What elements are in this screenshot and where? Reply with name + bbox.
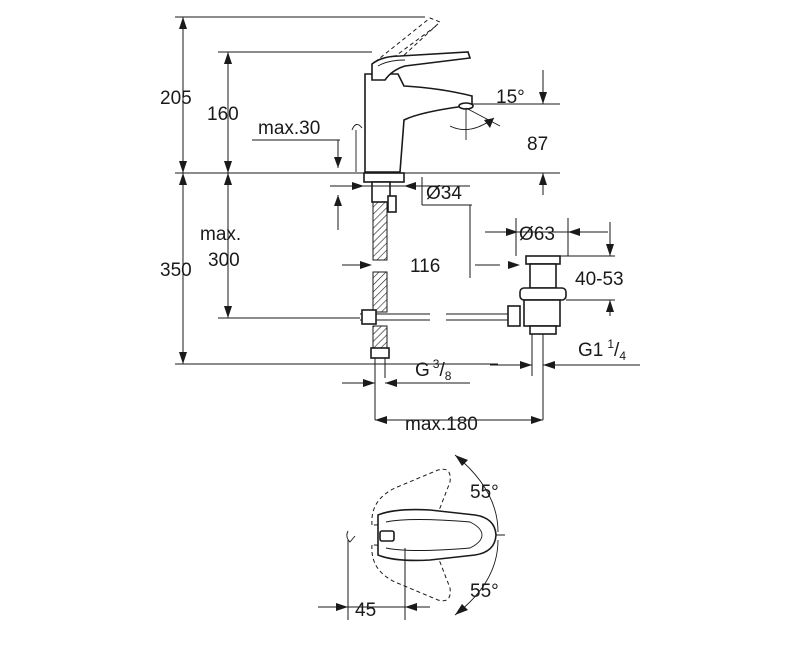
dim-300-arrow-top [224,173,232,185]
dim-g38-arrow-right [385,379,397,387]
dim-max-label: max. [200,224,241,245]
drain-flange [519,287,567,301]
dim-87-label: 87 [527,134,548,155]
faucet-body [364,73,473,173]
angle-55-top-label: 55° [470,482,499,503]
dim-g1-arrow-right [543,361,555,369]
dim-40-53-label: 40-53 [575,269,624,290]
angle-15-ray [465,107,501,127]
dim-160-arrow-top [224,52,232,64]
dim-max30-label: max.30 [258,118,320,139]
dim-g38-base: G [415,360,430,381]
faucet-top-inner [385,519,483,551]
lever-cap-line [377,59,406,67]
dim-45-arrow-left [336,603,348,611]
dim-g1-arrow-left [520,361,532,369]
dim-40-53-arrow-bottom [606,300,614,312]
drain-body [523,299,561,327]
dim-45-label: 45 [355,600,376,621]
side-view: 205 160 350 max. 300 max.30 [160,16,640,435]
dim-63-arrow-right [568,228,580,236]
angle-55-arrow-top [455,455,468,466]
dim-205-label: 205 [160,88,192,109]
dim-205-arrow-bottom [179,161,187,173]
dim-45-arrow-right [405,603,417,611]
dim-34-arrow-left [352,182,364,190]
dim-max30-arrow-up [334,195,342,206]
dim-350-label: 350 [160,260,192,281]
faucet-lever [371,51,472,81]
popup-rod [351,124,363,172]
popup-knob-top [346,530,356,543]
supply-hose-bottom [372,325,388,349]
dim-300-label: 300 [208,250,240,271]
dim-180-label: max.180 [405,414,478,435]
angle-55-arrow-bottom [455,604,468,615]
dim-g1-base: G1 [578,340,603,361]
faucet-top-body [377,508,497,562]
dim-87-arrow-bottom [539,173,547,185]
dim-63-label: Ø63 [519,224,555,245]
dim-g38-arrow-left [363,379,375,387]
dim-180-arrow-left [375,416,387,424]
dim-180-arrow-right [531,416,543,424]
dim-g1-num: 1 [607,337,614,351]
dim-350-arrow-bottom [179,352,187,364]
dim-116-arrow-left [360,261,372,269]
dim-116-arrow-right [508,261,520,269]
mounting-nut [363,172,405,183]
angle-55-bottom-label: 55° [470,581,499,602]
dim-34-arrow-right [404,182,416,190]
dim-40-53-arrow-top [606,244,614,256]
top-view: 55° 55° 45 [318,454,505,621]
dim-63-arrow-left [506,228,518,236]
drain-outlet [529,325,557,335]
dim-34-label: Ø34 [426,183,462,204]
lever-open-outline-2 [381,25,437,67]
faucet-top-spout [379,530,395,542]
dim-300-arrow-bottom [224,306,232,318]
dim-160-arrow-bottom [224,161,232,173]
rod-clamp [361,309,377,325]
dim-g1-den: 4 [619,349,626,363]
dim-g38-num: 3 [433,357,440,371]
dim-160-label: 160 [207,104,239,125]
side-tube [387,195,397,213]
angle-15-label: 15° [496,87,525,108]
dim-87-arrow-top [539,92,547,104]
dim-g38-slash: / [439,360,445,381]
dim-116-label: 116 [410,256,440,277]
dim-g38-den: 8 [445,369,452,383]
drain-stopper-top [525,255,561,265]
supply-hose-upper [372,201,388,261]
angle-15-arrow [484,118,494,128]
drain-stopper-neck [529,263,557,289]
drain-rod-nut [507,305,521,327]
dim-max30-arrow [334,157,342,168]
hose-fitting [370,347,390,359]
dim-g1-label: G1 1/4 [578,337,626,363]
dim-350-arrow-top [179,173,187,185]
dim-205-arrow-top [179,17,187,29]
supply-hose-lower [372,271,388,313]
dim-g1-slash: / [614,340,620,361]
